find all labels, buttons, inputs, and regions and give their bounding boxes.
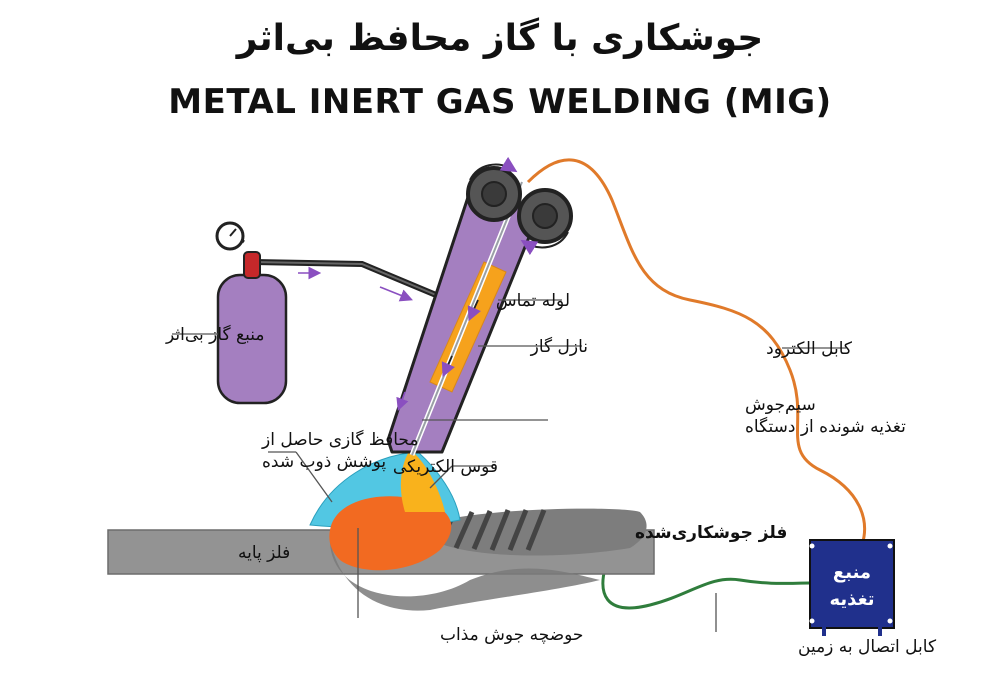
label-shield-line2: پوشش ذوب شده <box>262 452 386 472</box>
label-welded-metal: فلز جوشکاری‌شده <box>635 523 787 543</box>
title-english: METAL INERT GAS WELDING (MIG) <box>168 82 832 122</box>
label-wire-line2: تغذیه شونده از دستگاه <box>745 416 906 437</box>
label-weld-pool: حوضچه جوش مذاب <box>440 625 583 645</box>
label-gas-source: منبع گاز بی‌اثر <box>165 324 264 345</box>
weld-pool <box>329 496 452 571</box>
wire-feed-rollers <box>466 156 573 256</box>
label-base-metal: فلز پایه <box>238 543 290 563</box>
title-persian: جوشکاری با گاز محافظ بی‌اثر <box>236 18 764 59</box>
power-source-label-line2: تغذیه <box>830 589 875 610</box>
power-source: منبع تغذیه <box>809 539 895 636</box>
label-electrode-cable: کابل الکترود <box>766 339 853 359</box>
label-ground-cable: کابل اتصال به زمین <box>798 637 937 657</box>
ground-cable <box>601 547 811 610</box>
label-wire-line1: سیم‌جوش <box>745 395 816 415</box>
welding-torch <box>386 181 540 456</box>
label-contact-tube: لوله تماس <box>496 291 570 311</box>
power-source-label-line1: منبع <box>833 562 871 583</box>
electric-arc <box>400 450 445 512</box>
label-shield-line1: محافظ گازی حاصل از <box>261 429 418 450</box>
label-gas-nozzle: نازل گاز <box>530 336 588 357</box>
label-arc: قوس الکتریکی <box>393 457 498 477</box>
gas-cylinder <box>215 221 288 405</box>
electrode-cable <box>526 158 867 546</box>
